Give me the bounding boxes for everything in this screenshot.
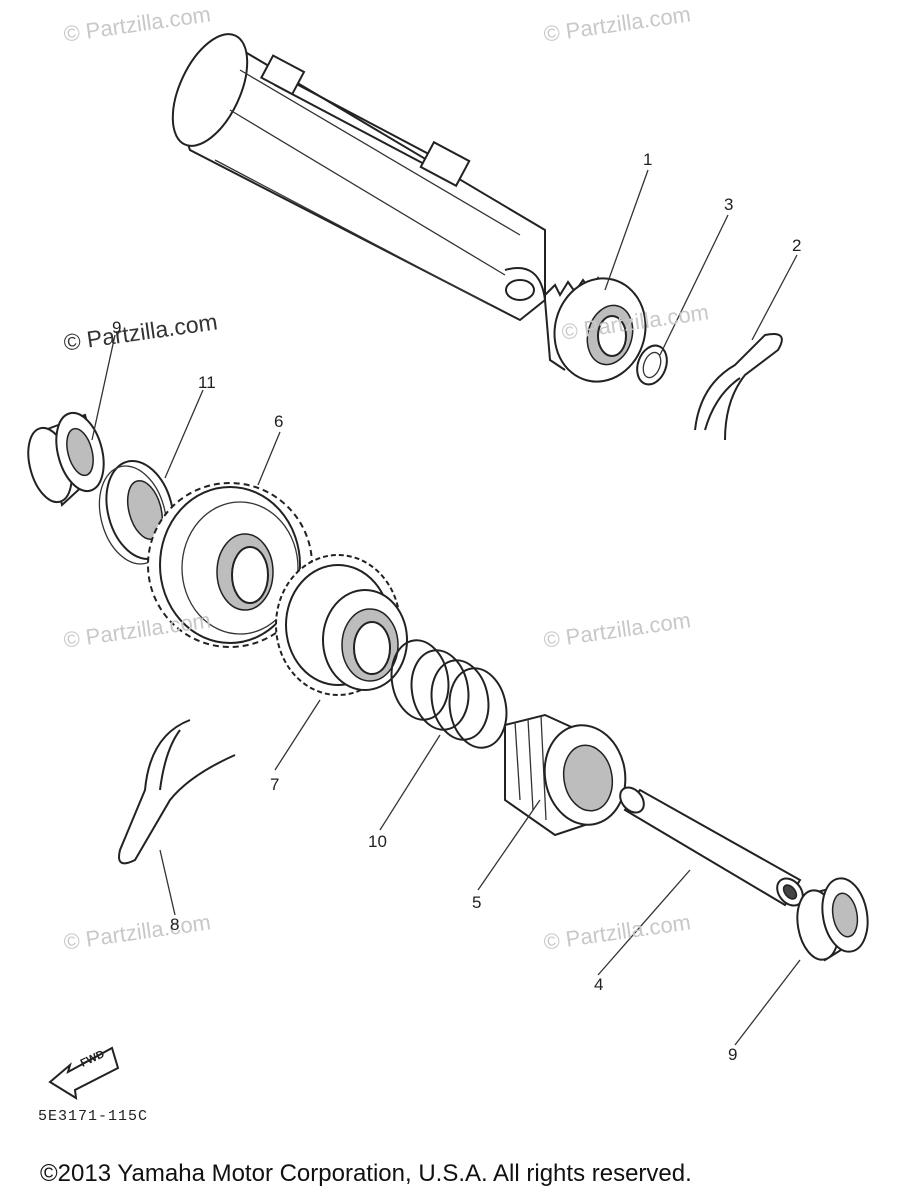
- part-8-clip: [118, 719, 236, 865]
- callout-2: 2: [792, 236, 802, 255]
- callout-10: 10: [368, 832, 387, 851]
- part-9-bearing-lower: [796, 877, 869, 962]
- callout-11: 11: [198, 373, 216, 392]
- starter-motor: [171, 33, 546, 322]
- part-10-spring: [390, 639, 508, 749]
- leader-lines: [91, 169, 801, 1046]
- callout-5: 5: [472, 893, 482, 912]
- callout-7: 7: [270, 775, 280, 794]
- callout-8: 8: [170, 915, 180, 934]
- part-5-splined-boss: [504, 713, 627, 837]
- part-2-clip: [694, 333, 783, 441]
- callout-6: 6: [274, 412, 284, 431]
- part-7-clutch-gear: [275, 554, 408, 696]
- callout-3: 3: [724, 195, 734, 214]
- part-3-circlip: [636, 344, 668, 386]
- part-1-gear: [544, 276, 647, 383]
- callout-1: 1: [643, 150, 653, 169]
- copyright-notice: ©2013 Yamaha Motor Corporation, U.S.A. A…: [40, 1160, 692, 1187]
- fwd-arrow-icon: [48, 1046, 120, 1100]
- diagram-part-code: 5E3171-115C: [38, 1108, 149, 1125]
- callout-9-upper: 9: [112, 318, 122, 337]
- part-9-bearing-upper: [27, 411, 105, 507]
- callout-4: 4: [594, 975, 604, 994]
- part-4-shaft: [619, 786, 804, 907]
- part-6-large-gear: [147, 482, 313, 648]
- callout-9-lower: 9: [728, 1045, 738, 1064]
